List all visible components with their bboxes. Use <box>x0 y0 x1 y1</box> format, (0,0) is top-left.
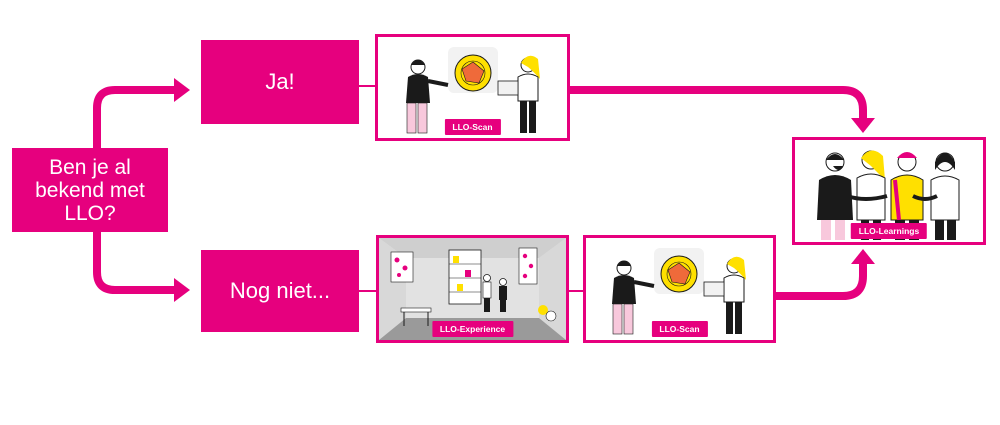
experience-label: LLO-Experience <box>431 321 514 337</box>
arrow-to-yes <box>93 86 174 148</box>
no-box: Nog niet... <box>201 250 359 332</box>
question-box: Ben je al bekend met LLO? <box>12 148 168 232</box>
scan-illustration-2 <box>612 248 746 335</box>
arrowhead-no <box>174 278 190 302</box>
arrow-scan-to-learnings <box>570 86 867 120</box>
scan-bottom-label: LLO-Scan <box>651 321 708 337</box>
arrow-scan2-to-learnings <box>776 262 867 300</box>
question-text: Ben je al bekend met LLO? <box>35 155 145 225</box>
scan-card-bottom: LLO-Scan <box>583 235 776 343</box>
arrowhead-learnings-top <box>851 118 875 133</box>
learnings-label: LLO-Learnings <box>850 223 928 239</box>
arrowhead-yes <box>174 78 190 102</box>
experience-card: LLO-Experience <box>376 235 569 343</box>
arrow-to-no <box>93 232 174 294</box>
scan-top-label: LLO-Scan <box>444 119 501 135</box>
scan-card-top: LLO-Scan <box>375 34 570 141</box>
learnings-card: LLO-Learnings <box>792 137 986 245</box>
yes-box: Ja! <box>201 40 359 124</box>
scan-illustration <box>406 47 540 134</box>
arrowhead-learnings-bottom <box>851 249 875 264</box>
yes-text: Ja! <box>265 69 295 94</box>
no-text: Nog niet... <box>229 278 331 303</box>
